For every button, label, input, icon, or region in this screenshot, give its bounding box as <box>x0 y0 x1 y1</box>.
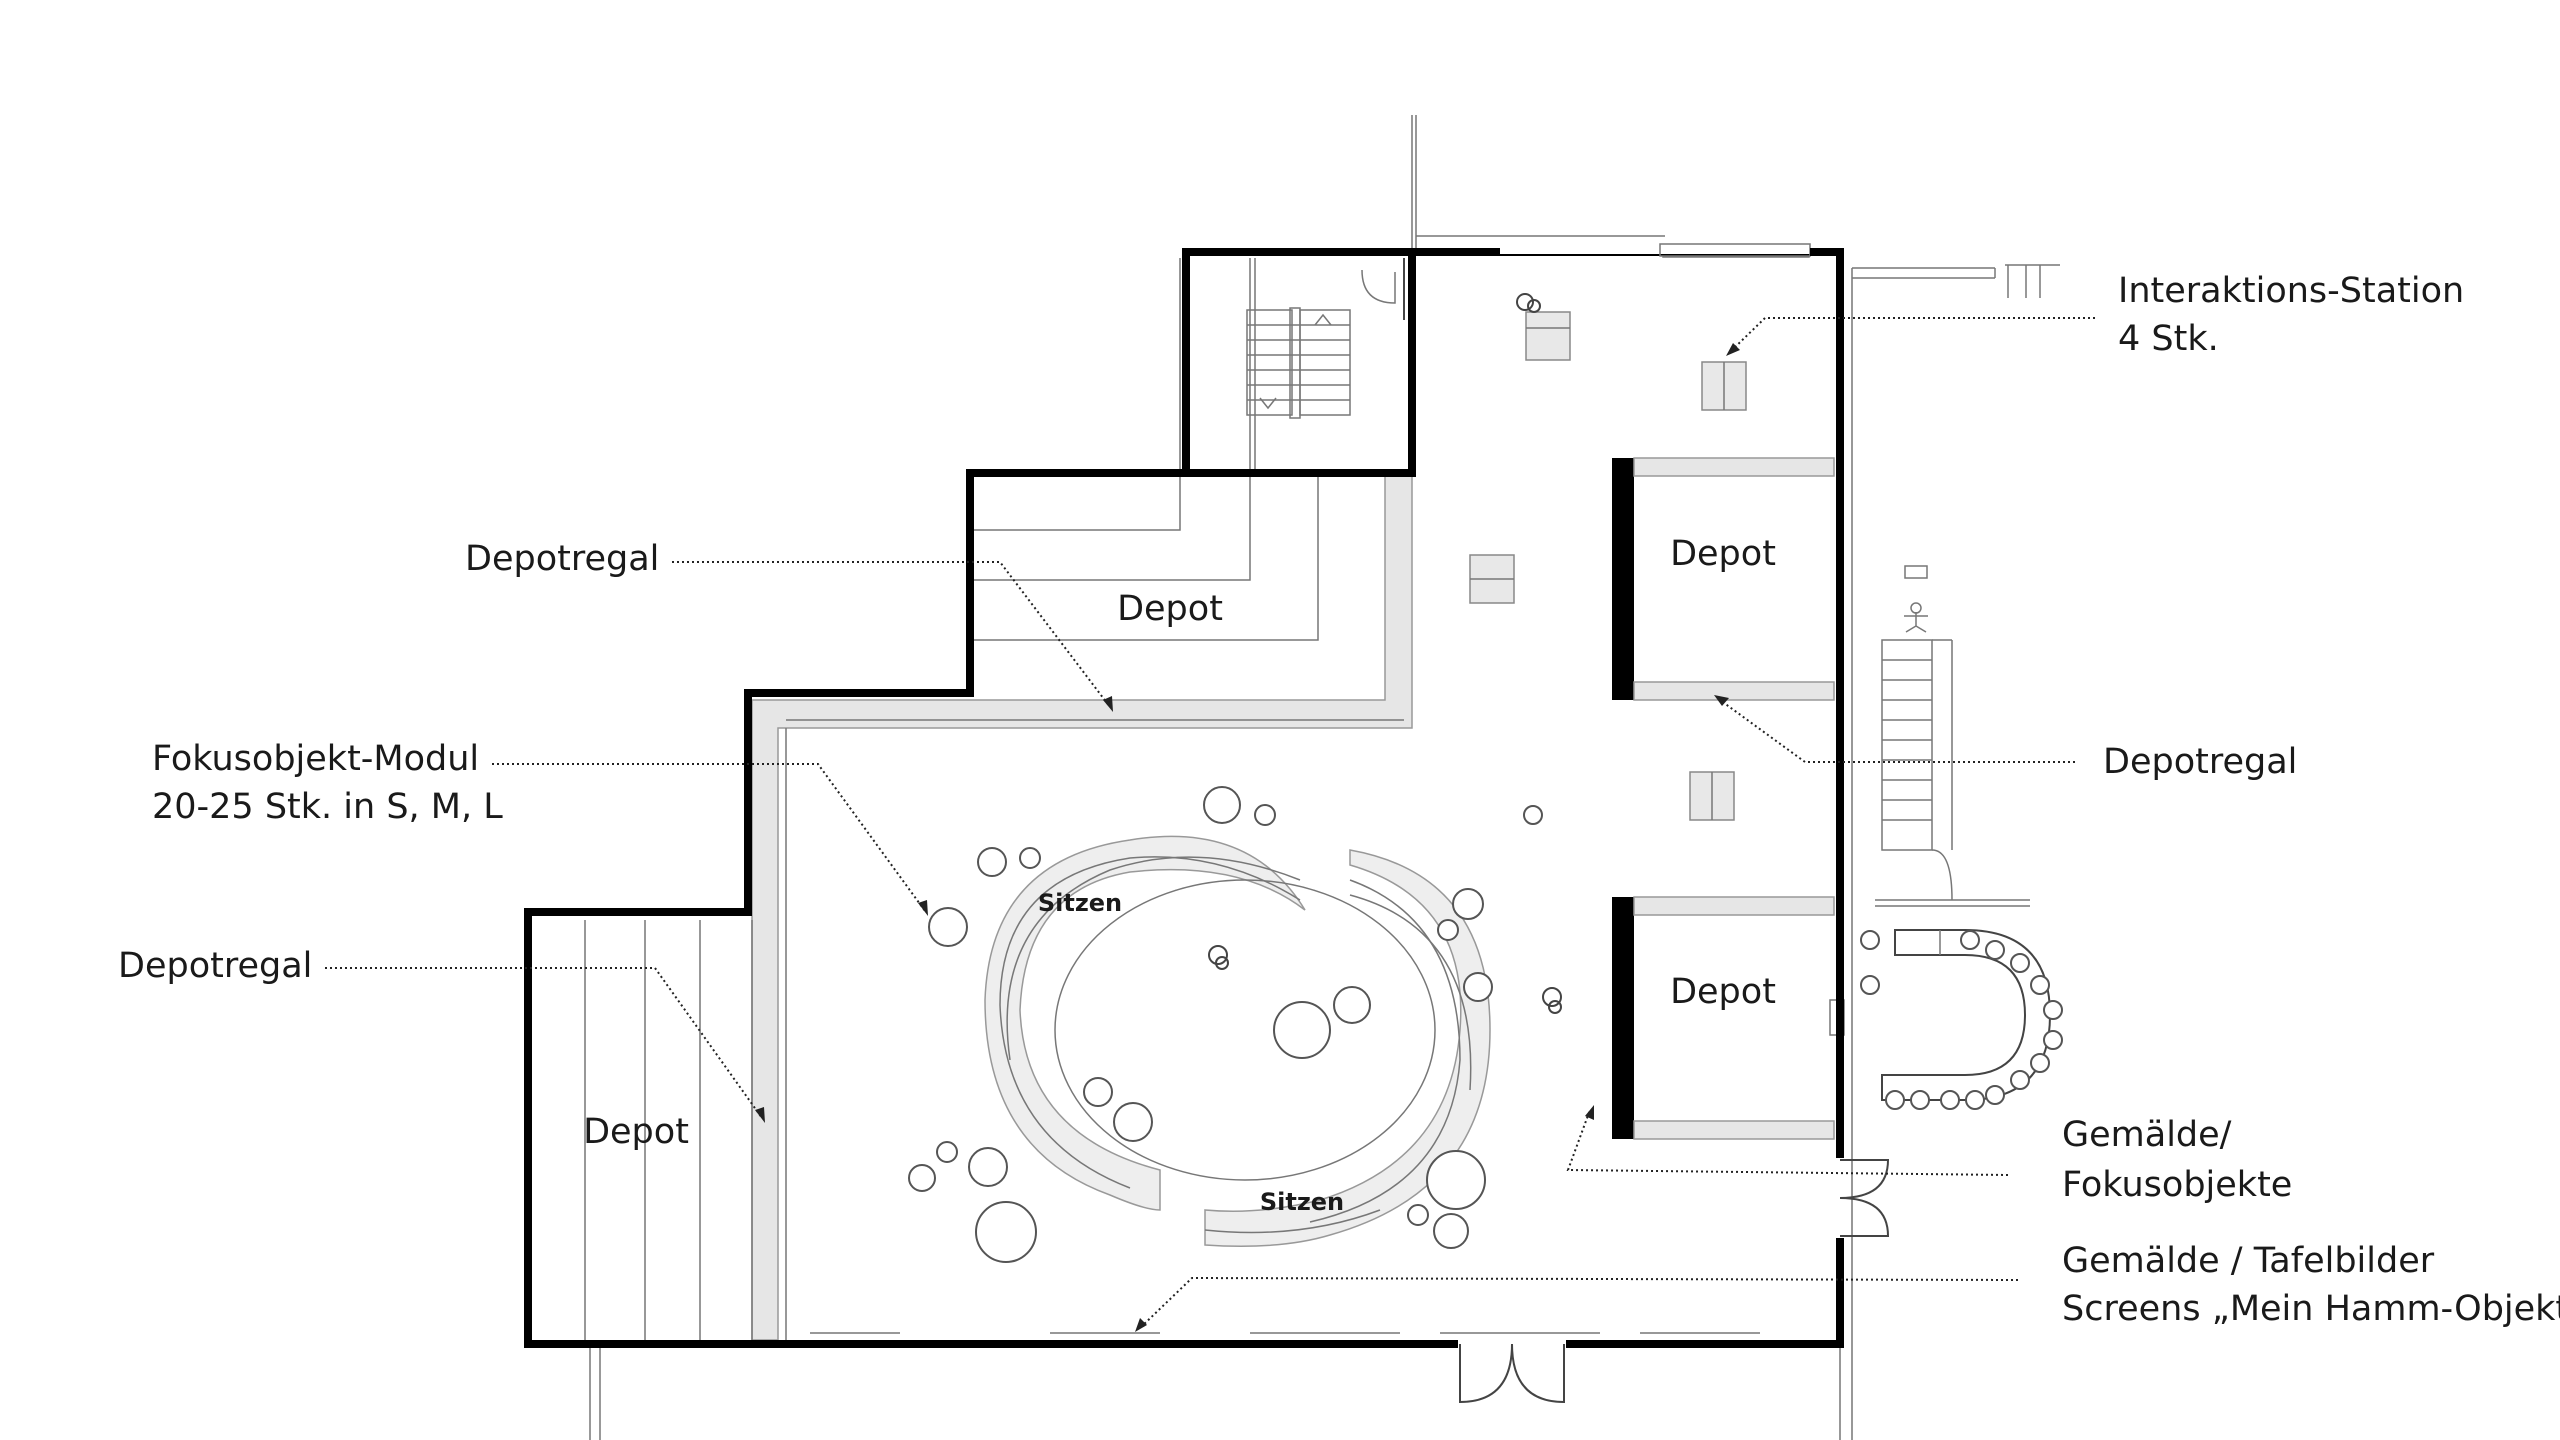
focus-object <box>908 1164 936 1192</box>
stair-core <box>1246 258 1405 470</box>
focus-object <box>1452 888 1484 920</box>
screens-label: Screens „Mein Hamm-Objekt“ <box>2062 1289 2560 1329</box>
depotregal-left-label: Depotregal <box>118 946 312 986</box>
depot-right-rooms <box>1612 457 1845 1140</box>
focus-object <box>1463 972 1493 1002</box>
exterior-seating <box>1860 929 2063 1110</box>
focus-object <box>977 847 1007 877</box>
interaktion-station-label: Interaktions-Station <box>2118 271 2464 311</box>
leader-lines <box>325 317 2095 1332</box>
fokus-modul-count: 20-25 Stk. in S, M, L <box>152 787 503 827</box>
focus-object <box>1113 1102 1153 1142</box>
depot-left-shelving <box>584 920 753 1340</box>
focus-object <box>1437 919 1459 941</box>
depot-left-label: Depot <box>583 1112 689 1152</box>
exterior-wall <box>524 248 1844 1348</box>
depotregal-top-label: Depotregal <box>465 539 659 579</box>
depot-right-bottom-label: Depot <box>1670 972 1776 1012</box>
gemaelde-label: Gemälde/ <box>2062 1115 2232 1155</box>
interaction-station <box>1525 311 1571 361</box>
focus-object <box>1273 1001 1331 1059</box>
focus-object <box>1254 804 1276 826</box>
focus-object <box>1019 847 1041 869</box>
depot-upper-left-label: Depot <box>1117 589 1223 629</box>
focus-object <box>1433 1213 1469 1249</box>
focus-object <box>1407 1204 1429 1226</box>
focus-object <box>975 1201 1037 1263</box>
depot-right-top-label: Depot <box>1670 534 1776 574</box>
fokusobjekte-label: Fokusobjekte <box>2062 1165 2292 1205</box>
bottom-facade <box>810 1158 1890 1404</box>
focus-object <box>1203 786 1241 824</box>
stair-core-wall <box>1186 252 1416 477</box>
exterior-stair <box>1875 565 2030 907</box>
focus-object <box>928 907 968 947</box>
seating-ring <box>984 835 1491 1247</box>
tafelbilder-label: Gemälde / Tafelbilder <box>2062 1241 2435 1281</box>
seating-upper-label: Sitzen <box>1038 889 1122 917</box>
fokus-modul-label: Fokusobjekt-Modul <box>152 739 479 779</box>
focus-object <box>1083 1077 1113 1107</box>
interaktion-station-count: 4 Stk. <box>2118 319 2219 359</box>
focus-object <box>968 1147 1008 1187</box>
focus-object <box>936 1141 958 1163</box>
depotregal-right-label: Depotregal <box>2103 742 2297 782</box>
interaction-stations <box>1469 293 1747 825</box>
focus-object <box>1333 986 1371 1024</box>
focus-objects <box>908 786 1562 1263</box>
seating-lower-label: Sitzen <box>1260 1188 1344 1216</box>
focus-object <box>1426 1150 1486 1210</box>
